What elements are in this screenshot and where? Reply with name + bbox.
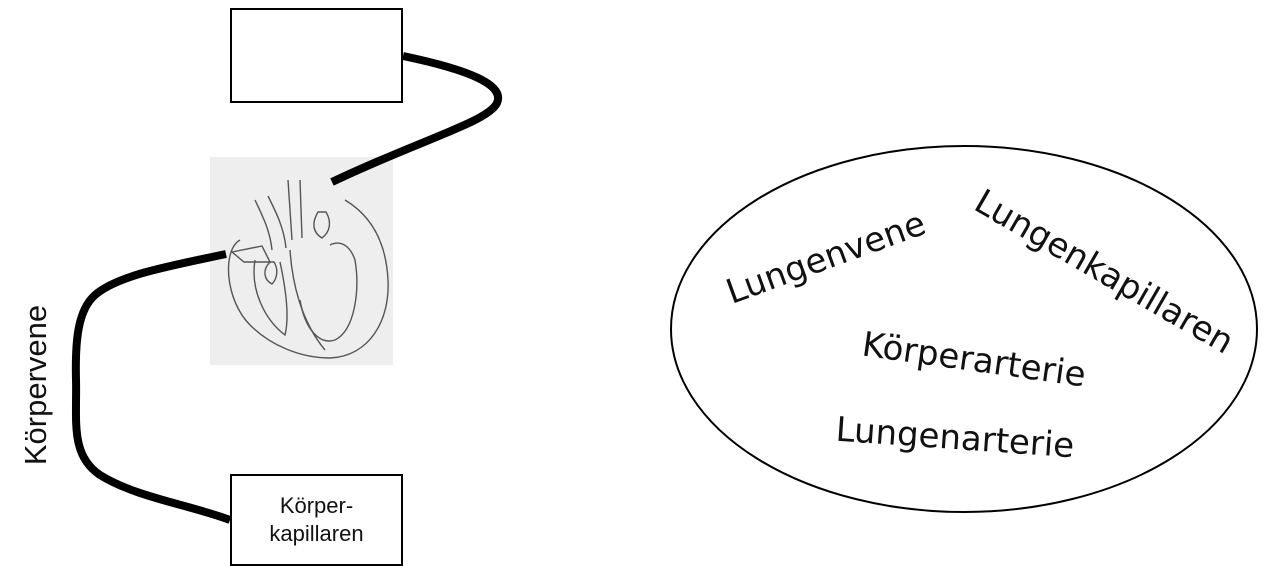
vessel-top	[330, 52, 503, 186]
blank-answer-box	[230, 8, 403, 103]
koerperkapillaren-box: Körper- kapillaren	[230, 474, 403, 566]
word-pool-ellipse	[670, 145, 1258, 513]
heart-image-background	[210, 157, 393, 365]
koerperkapillaren-line1: Körper-	[279, 493, 354, 518]
koerpervene-label: Körpervene	[18, 304, 53, 466]
heart-icon	[227, 179, 389, 359]
koerperkapillaren-line2: kapillaren	[269, 521, 364, 546]
vessel-koerpervene	[71, 250, 232, 524]
